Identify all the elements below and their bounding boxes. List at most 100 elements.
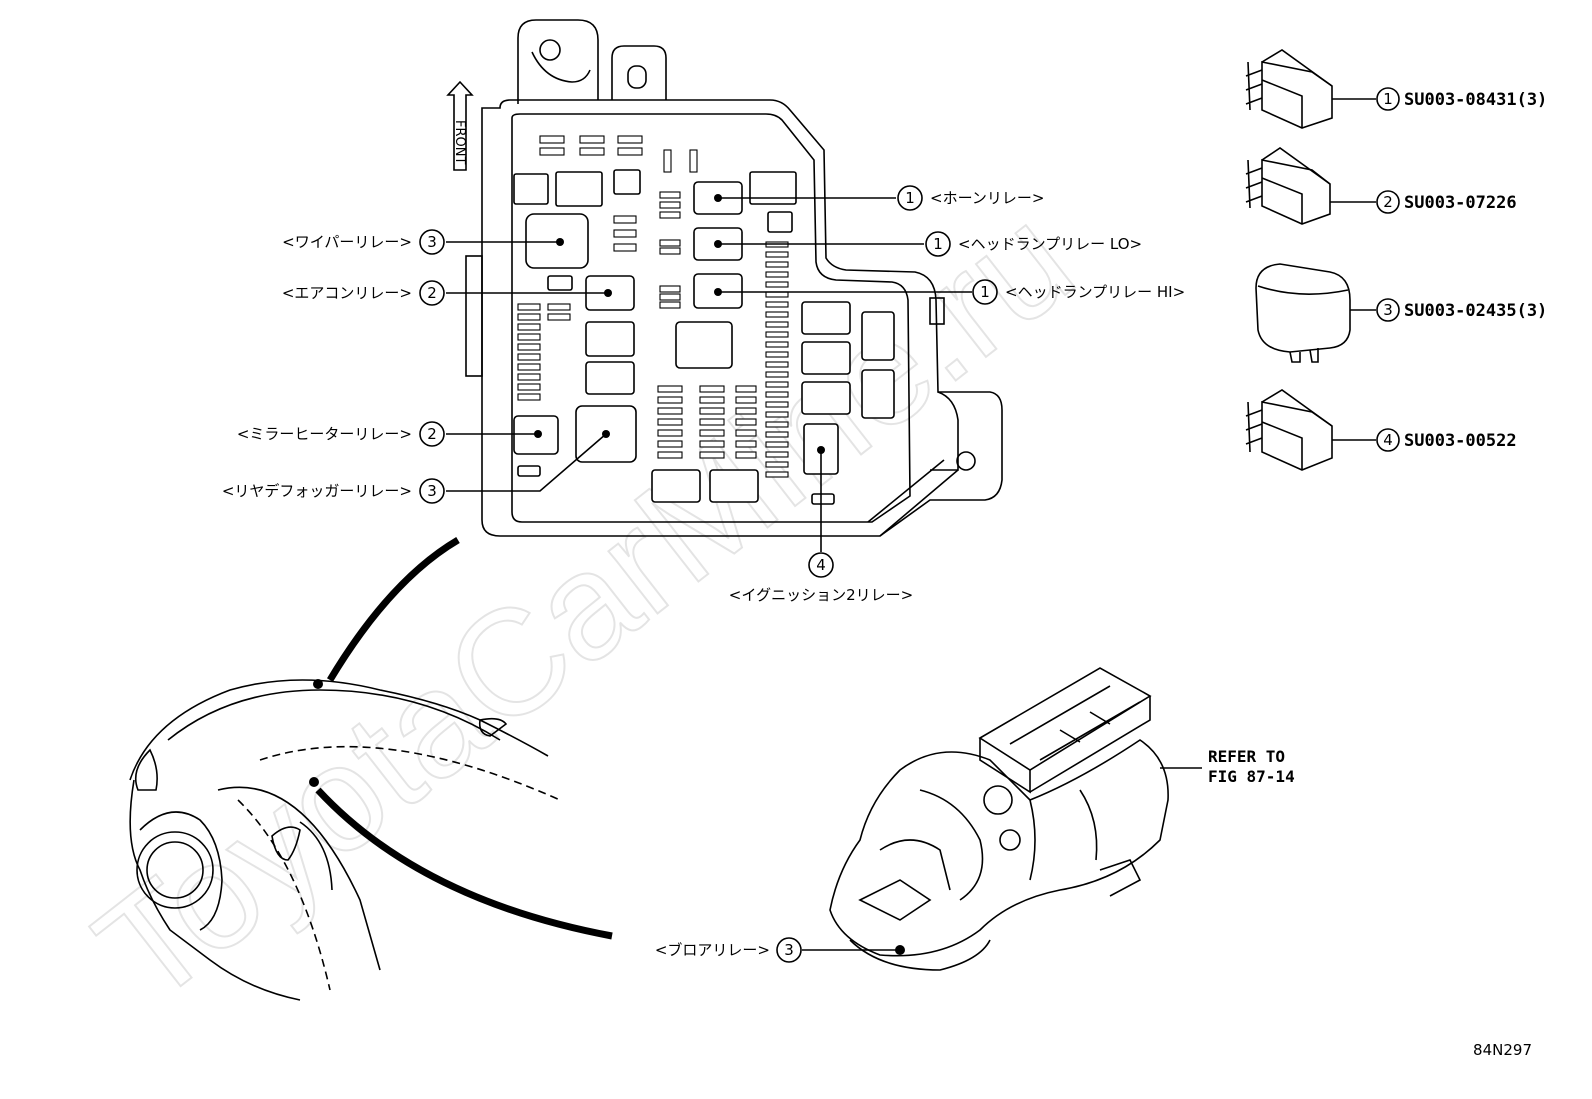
callout-num-wiper: 3 [427,233,437,251]
fuse [657,385,683,393]
part-callout-3: 3 [1383,301,1393,319]
blower-relay-dot [895,945,905,955]
label-headlamp-hi-relay: <ヘッドランプリレー HI> [1005,283,1185,301]
fuse [765,281,789,288]
fuse [765,451,789,458]
fuse [735,429,757,437]
relay-labels: 1 <ホーンリレー> 1 <ヘッドランプリレー LO> 1 <ヘッドランプリレー… [222,189,1185,959]
fuse [659,285,681,293]
part-callout-2: 2 [1383,193,1393,211]
part-callout-4: 4 [1383,431,1393,449]
fuse [547,303,571,311]
label-wiper-relay: <ワイパーリレー> [282,233,412,251]
callout-num-headlamp-hi: 1 [980,283,990,301]
fuse [765,311,789,318]
fuse [699,396,725,404]
wiper-area-dot [313,679,323,689]
fuse [613,215,637,224]
fuse [765,271,789,278]
fuse [657,451,683,459]
callout-num-mirror-heater: 2 [427,425,437,443]
fuse [659,239,681,247]
fuse [517,303,541,311]
part-callout-1: 1 [1383,90,1393,108]
fuse [765,341,789,348]
fuse [699,418,725,426]
fuse [765,261,789,268]
fuse [613,229,637,238]
relay-part-2 [1245,147,1400,225]
fuse [517,363,541,371]
refer-line-1: REFER TO [1208,747,1285,766]
fuse [765,411,789,418]
label-blower-relay: <ブロアリレー> [655,941,770,959]
leader-lines [446,197,972,951]
callout-num-ignition2: 4 [816,556,826,574]
fuse [517,373,541,381]
engine-area-dot [309,777,319,787]
fuse [699,429,725,437]
fuse [517,383,541,391]
fuse [657,407,683,415]
callout-circles [419,185,998,963]
label-aircon-relay: <エアコンリレー> [282,284,412,302]
fuse [735,451,757,459]
part-code-4: SU003-00522 [1404,431,1517,451]
fuse [765,431,789,438]
fuse [659,301,681,309]
fuse-columns [517,191,789,478]
fuse [659,191,681,199]
fuse [659,211,681,219]
part-code-2: SU003-07226 [1404,193,1517,213]
fuse [699,385,725,393]
fuse [765,331,789,338]
fuse [765,371,789,378]
fuse [699,440,725,448]
fuse [735,385,757,393]
fuse [517,343,541,351]
fuse [657,418,683,426]
fuse [765,381,789,388]
car-front-illustration [129,536,613,1001]
fuse [765,251,789,258]
fuse [657,396,683,404]
refer-line-2: FIG 87-14 [1208,767,1295,786]
label-rear-defogger-relay: <リヤデフォッガーリレー> [222,482,412,500]
fuse [765,401,789,408]
fuse [517,333,541,341]
figure-id: 84N297 [1473,1041,1532,1059]
fuse [699,451,725,459]
fuse [735,396,757,404]
relay-part-4 [1245,389,1400,471]
fuse [659,201,681,209]
fuse [765,441,789,448]
fuse [659,293,681,301]
front-indicator: FRONT [446,80,474,171]
fuse [765,301,789,308]
fuse [765,421,789,428]
fuse-group-top [539,135,698,173]
fuse [765,351,789,358]
fuse [659,247,681,255]
part-numbers: 1 SU003-08431(3) 2 SU003-07226 3 SU003-0… [1383,90,1547,451]
callout-num-rear-defogger: 3 [427,482,437,500]
callout-num-blower: 3 [784,941,794,959]
fuse [517,353,541,361]
fuse [699,407,725,415]
fuse [765,461,789,468]
fuse [517,323,541,331]
label-ignition2-relay: <イグニッション2リレー> [729,586,913,604]
fuse [517,393,541,401]
fuse [613,243,637,252]
fuse [735,418,757,426]
callout-num-horn: 1 [905,189,915,207]
label-mirror-heater-relay: <ミラーヒーターリレー> [237,425,412,443]
fuse [735,407,757,415]
hvac-unit-illustration [829,667,1202,971]
fuse [517,313,541,321]
front-label: FRONT [452,120,467,164]
relay-box [465,19,1003,537]
part-code-1: SU003-08431(3) [1404,90,1547,110]
callout-num-headlamp-lo: 1 [933,235,943,253]
